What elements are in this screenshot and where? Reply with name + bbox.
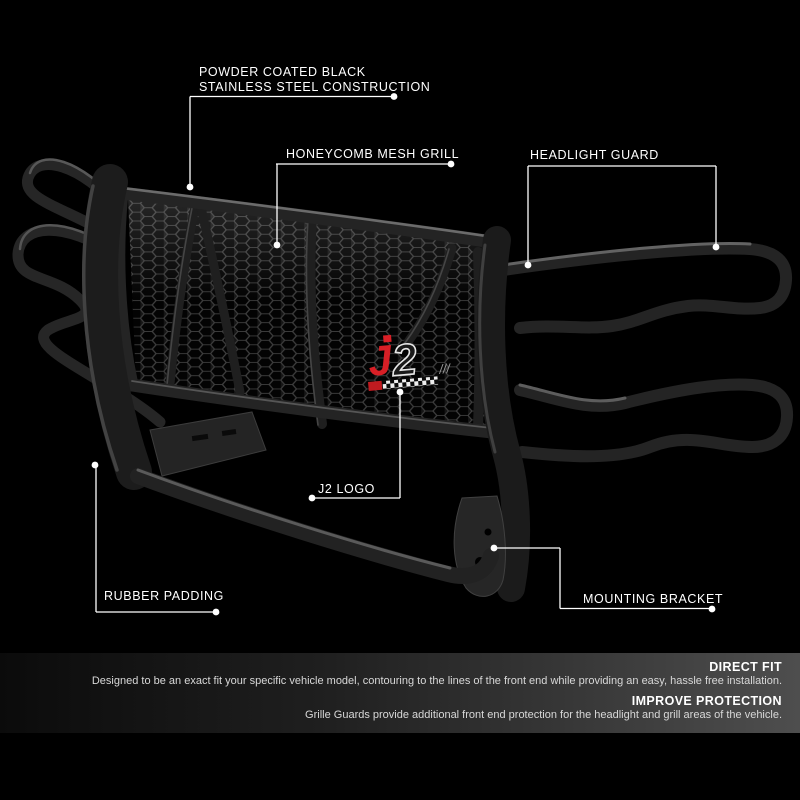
footer-title-direct-fit: DIRECT FIT: [709, 660, 782, 674]
callout-line-logo: [308, 388, 404, 502]
construction-label-line1: POWDER COATED BLACK: [199, 65, 366, 79]
callout-line-mesh: [273, 160, 455, 249]
construction-label-line2: STAINLESS STEEL CONSTRUCTION: [199, 79, 431, 94]
callout-label-bracket: MOUNTING BRACKET: [583, 592, 724, 606]
callout-line-rubber: [91, 461, 220, 616]
feature-footer-band: DIRECT FIT Designed to be an exact fit y…: [0, 653, 800, 733]
lower-bumper-tube: [130, 468, 499, 584]
callout-line-construction: [186, 93, 398, 191]
headlight-guard-tubes: [497, 241, 794, 463]
footer-desc-improve-protection: Grille Guards provide additional front e…: [305, 709, 782, 721]
footer-desc-direct-fit: Designed to be an exact fit your specifi…: [91, 675, 782, 687]
callout-label-mesh: HONEYCOMB MESH GRILL: [286, 147, 460, 161]
honeycomb-mesh-grille: [112, 186, 507, 439]
footer-section-improve-protection: IMPROVE PROTECTION Grille Guards provide…: [0, 695, 782, 722]
logo-slashes: ///: [438, 361, 452, 377]
footer-title-improve-protection: IMPROVE PROTECTION: [631, 694, 782, 708]
left-upright-bar: [82, 164, 267, 490]
callout-label-logo: J2 LOGO: [318, 482, 375, 496]
callout-label-rubber: RUBBER PADDING: [104, 589, 224, 603]
right-upright-bar: [477, 226, 531, 602]
callout-label-construction: POWDER COATED BLACK STAINLESS STEEL CONS…: [199, 65, 430, 94]
j2-logo-badge: J 2 ///: [366, 334, 452, 391]
callout-line-bracket: [490, 544, 716, 613]
callout-line-headlight: [524, 165, 720, 269]
callout-label-headlight: HEADLIGHT GUARD: [530, 148, 659, 162]
footer-section-direct-fit: DIRECT FIT Designed to be an exact fit y…: [0, 661, 782, 688]
